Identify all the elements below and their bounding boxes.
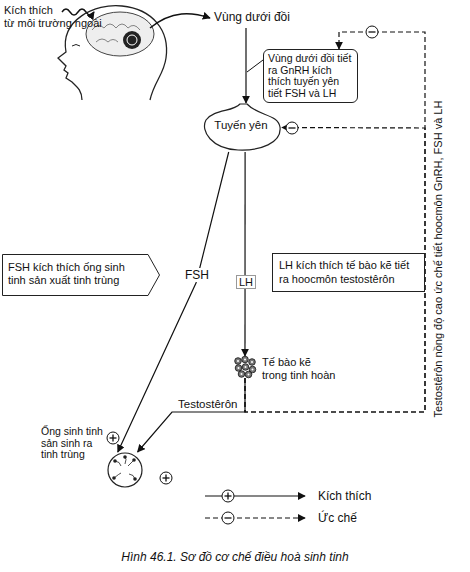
tubule-outline — [107, 452, 143, 488]
cell — [235, 365, 242, 372]
stimulus-label: Kích thích từ môi trường ngoài — [4, 4, 102, 29]
cell — [242, 356, 249, 363]
plus-stroke — [227, 493, 228, 500]
symbol-circle — [222, 512, 234, 524]
node-text: Tế bào kẽ trong tinh hoàn — [262, 356, 336, 381]
stimulus-label-wrap: Kích thích từ môi trường ngoài — [4, 4, 108, 30]
minus-stroke — [369, 31, 376, 32]
hypothalamus — [123, 31, 141, 49]
cell-nucleus — [244, 359, 246, 361]
cell — [245, 371, 252, 378]
cell-nucleus — [238, 367, 240, 369]
region-label-wrap: Vùng dưới đồi — [214, 10, 290, 24]
legend-text: Ức chế — [318, 511, 357, 525]
edge-label: LH — [236, 275, 256, 289]
symbol-circle — [222, 490, 234, 502]
inhibit-symbol — [222, 512, 234, 524]
plus-stroke — [165, 475, 166, 482]
leader-line — [247, 60, 263, 72]
symbol-circle — [107, 432, 119, 444]
note-arrow-box: FSH kích thích ống sinh tinh sản xuất ti… — [2, 254, 160, 296]
sperm-tail — [129, 474, 135, 479]
inhibit-symbol — [286, 122, 298, 134]
cell-nucleus — [241, 373, 243, 375]
eye — [72, 45, 80, 47]
leydig-cells: Tế bào kẽ trong tinh hoàn — [233, 356, 257, 378]
inhibition-connector — [245, 128, 425, 413]
minus-stroke — [289, 127, 296, 128]
stimulation-connector — [138, 378, 245, 452]
inhibit-symbol — [366, 26, 378, 38]
node-text: Tuyến yên — [200, 119, 282, 131]
signal-arrow — [150, 14, 210, 28]
node-text: Ống sinh tinh sản sinh ra tinh trùng — [41, 426, 105, 461]
cell — [242, 364, 249, 371]
cell — [249, 359, 256, 366]
cell-nucleus — [237, 360, 239, 362]
legend-sample-line — [205, 495, 305, 496]
symbol-circle — [366, 26, 378, 38]
plus-stroke — [112, 435, 113, 442]
cell-nucleus — [251, 361, 253, 363]
stimulation-connector — [244, 152, 245, 356]
cell — [238, 371, 245, 378]
hypothalamus-ring — [127, 35, 137, 45]
region-label: Vùng dưới đồi — [214, 10, 290, 24]
minus-stroke — [225, 517, 232, 518]
figure-caption: Hình 46.1. Sơ đồ cơ chế điều hoà sinh ti… — [0, 550, 470, 564]
sperm-tail — [114, 473, 121, 478]
cell — [235, 358, 242, 365]
stimulate-symbol — [107, 432, 119, 444]
symbol-circle — [286, 122, 298, 134]
edge-label: Testostêrôn — [178, 398, 237, 410]
edge-label: FSH — [184, 268, 210, 282]
tubule-circle — [108, 453, 142, 487]
node-text: Vùng dưới đồi tiết ra GnRH kích thích tu… — [268, 53, 355, 99]
seminiferous-tubule: Ống sinh tinh sản sinh ra tinh trùng — [107, 452, 143, 488]
pituitary-gland: Tuyến yên — [200, 103, 282, 152]
node-text: LH kích thích tế bào kẽ tiết ra hoocmôn … — [279, 259, 418, 286]
inhibition-connector — [245, 32, 425, 412]
legend-sample-line — [205, 517, 305, 518]
sperm-tail — [125, 457, 126, 464]
symbol-circle — [160, 472, 172, 484]
stimulate-symbol — [222, 490, 234, 502]
node-text: FSH kích thích ống sinh tinh sản xuất ti… — [8, 261, 144, 287]
edge-label: Testostêrôn nồng độ cao ức chế tiết hooc… — [432, 49, 444, 469]
stimulate-symbol — [160, 472, 172, 484]
legend-text: Kích thích — [318, 489, 371, 503]
wrap-spacer — [64, 4, 108, 16]
cell-nucleus — [248, 374, 250, 376]
sperm-tail — [115, 461, 121, 466]
arrow-box-shape — [3, 255, 160, 296]
sperm-tail — [128, 460, 134, 466]
signal-arrow — [245, 28, 246, 103]
cell-nucleus — [245, 366, 247, 368]
cell-nucleus — [252, 369, 254, 371]
hormone-note-box: Vùng dưới đồi tiết ra GnRH kích thích tu… — [263, 49, 358, 103]
cells-outline — [233, 356, 257, 378]
note-box: LH kích thích tế bào kẽ tiết ra hoocmôn … — [272, 253, 425, 292]
